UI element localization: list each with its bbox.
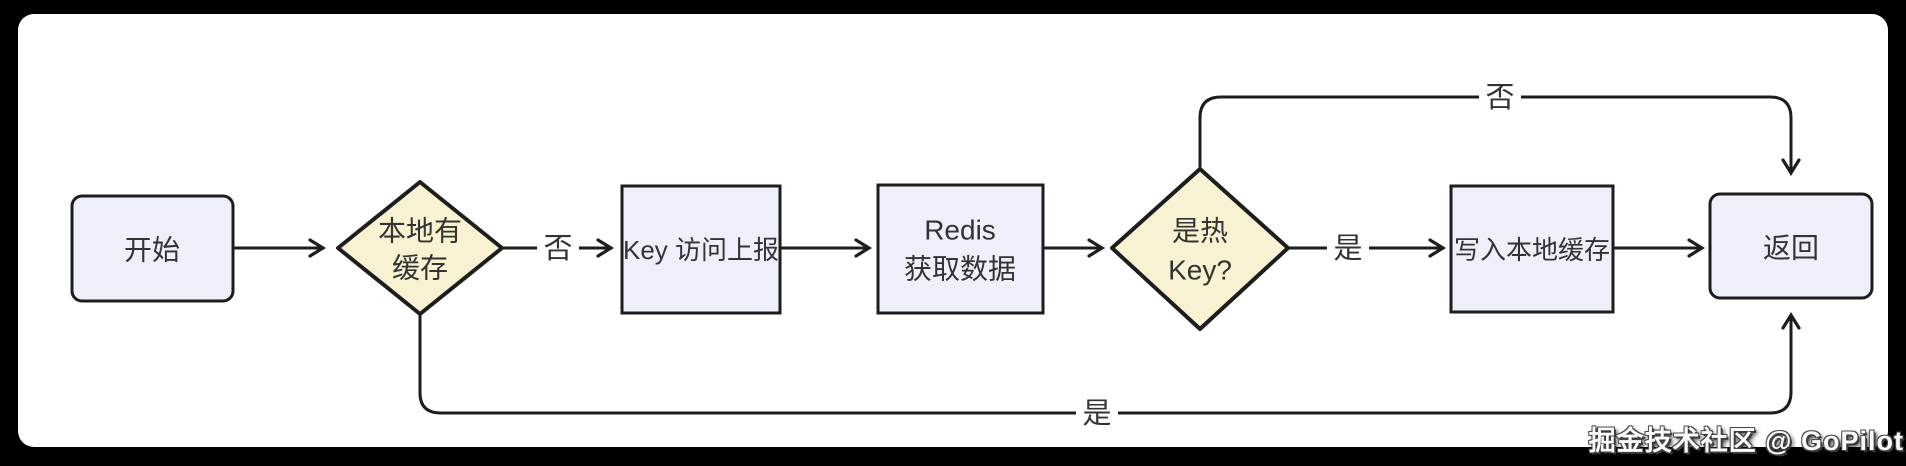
- node-is-hot-key: 是热 Key?: [1110, 167, 1290, 331]
- node-has-local-cache-line1: 本地有: [378, 216, 462, 247]
- node-redis-fetch-shape: [876, 183, 1045, 315]
- node-is-hot-key-shape: [1110, 167, 1290, 331]
- node-key-report-label: Key 访问上报: [623, 235, 779, 265]
- node-redis-fetch: Redis 获取数据: [876, 183, 1045, 315]
- node-redis-fetch-line1: Redis: [924, 215, 996, 246]
- edge-label-text: 是: [1082, 398, 1111, 430]
- edge-label-text: 否: [543, 233, 572, 265]
- edge-label-bg: [1327, 228, 1369, 268]
- edge-label-text: 否: [1485, 82, 1514, 114]
- edge-label-text: 是: [1333, 233, 1362, 265]
- node-start: 开始: [70, 194, 235, 303]
- edge-label-yes-2: 是: [1076, 393, 1118, 433]
- node-start-shape: [70, 194, 235, 303]
- edge-label-bg: [1479, 77, 1521, 117]
- node-return-label: 返回: [1763, 233, 1819, 264]
- node-redis-fetch-line2: 获取数据: [904, 254, 1016, 285]
- node-return-shape: [1708, 192, 1874, 300]
- node-key-report: Key 访问上报: [620, 184, 782, 315]
- edge-label-yes-1: 是: [1327, 228, 1369, 268]
- node-write-local-cache-shape: [1449, 184, 1615, 314]
- node-has-local-cache-line2: 缓存: [392, 253, 448, 284]
- node-has-local-cache-shape: [336, 180, 504, 316]
- watermark: 掘金技术社区 @ GoPilot: [1588, 426, 1904, 456]
- edge-label-bg: [1076, 393, 1118, 433]
- node-write-local-cache: 写入本地缓存: [1449, 184, 1615, 314]
- edge-label-bg: [537, 228, 579, 268]
- node-key-report-shape: [620, 184, 782, 315]
- node-return: 返回: [1708, 192, 1874, 300]
- node-is-hot-key-line1: 是热: [1172, 216, 1228, 247]
- node-write-local-cache-label: 写入本地缓存: [1454, 235, 1610, 265]
- node-is-hot-key-line2: Key?: [1168, 255, 1232, 286]
- edge-label-no-2: 否: [1479, 77, 1521, 117]
- edge-label-no-1: 否: [537, 228, 579, 268]
- node-has-local-cache: 本地有 缓存: [336, 180, 504, 316]
- node-start-label: 开始: [124, 235, 180, 266]
